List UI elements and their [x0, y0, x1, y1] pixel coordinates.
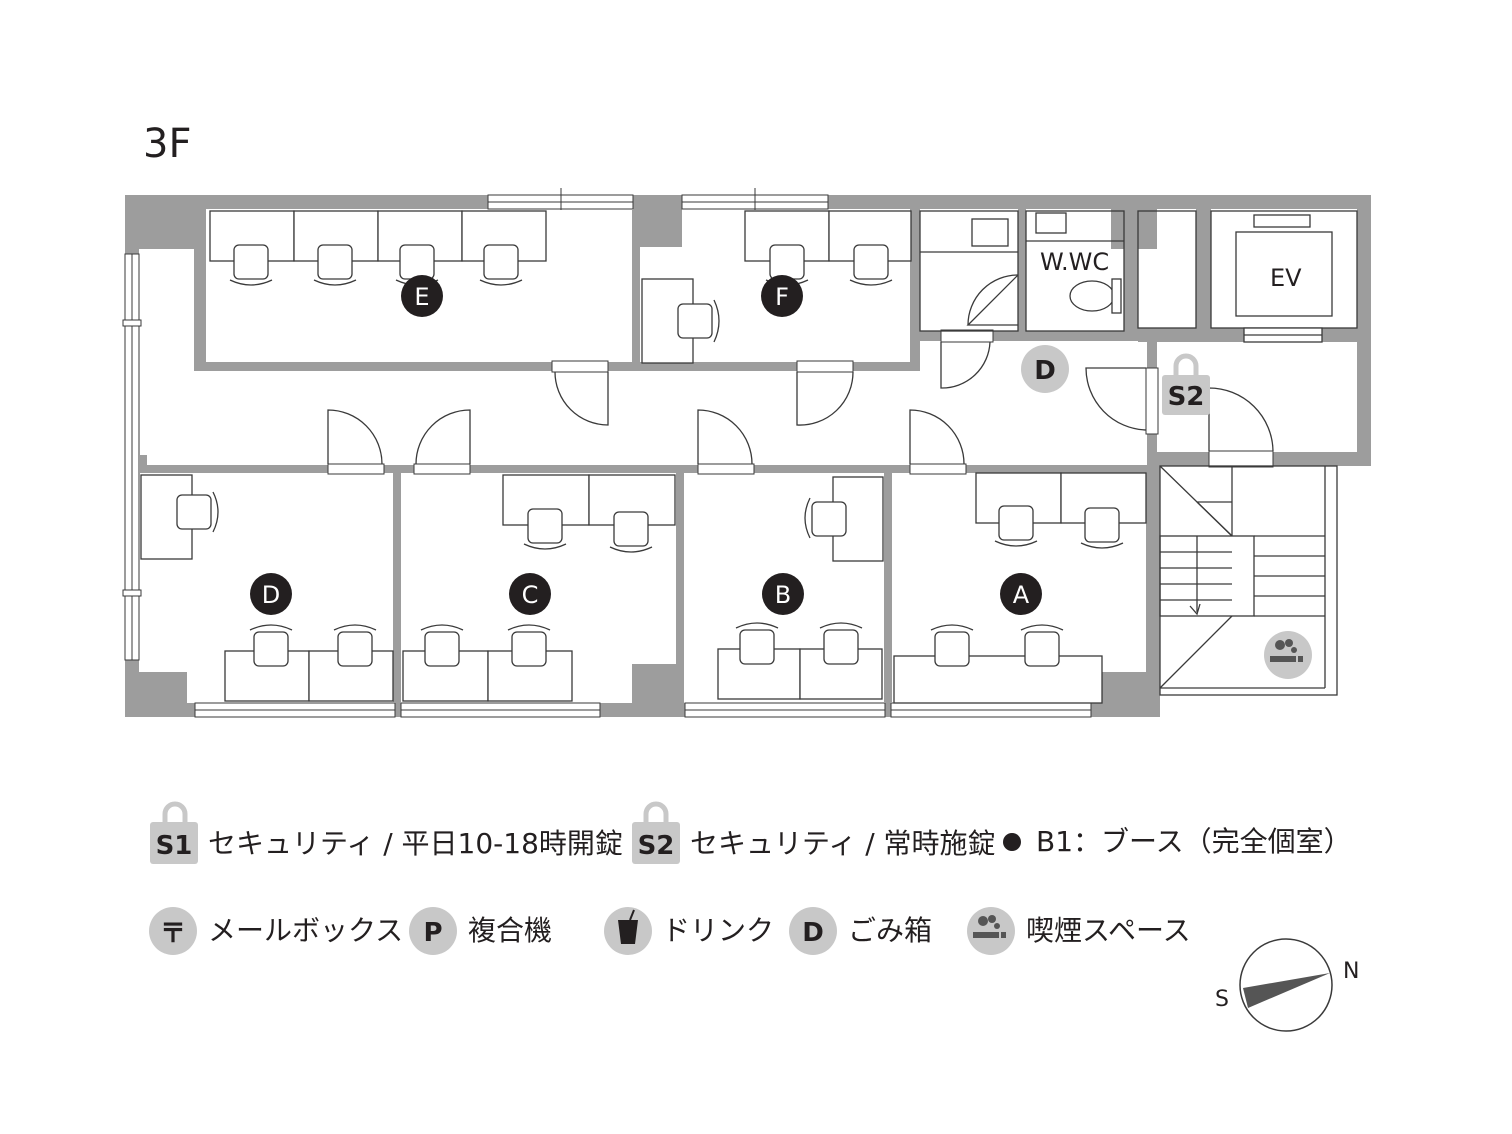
room-label-d: D: [262, 581, 280, 609]
smoking-marker: [1264, 631, 1312, 679]
room-c-furniture: [402, 474, 676, 702]
svg-text:S1: S1: [156, 831, 193, 861]
room-label-e: E: [414, 283, 429, 311]
door-openings: [327, 329, 1274, 475]
trash-marker-label: D: [1034, 356, 1056, 386]
legend-copier-text: 複合機: [468, 914, 552, 947]
security-s2-marker: S2: [1162, 353, 1210, 415]
service-area: [919, 210, 1358, 343]
compass-needle-icon: [1243, 973, 1330, 1008]
compass: N S: [1215, 938, 1359, 1032]
wc-label: W.WC: [1040, 248, 1109, 276]
legend-s2-text: セキュリティ / 常時施錠: [690, 827, 996, 860]
legend-drink-text: ドリンク: [662, 914, 774, 947]
room-badge-e: E: [401, 275, 443, 317]
room-d-furniture: [140, 474, 394, 702]
door-swings: [327, 274, 1274, 465]
room-e-furniture: [209, 210, 547, 286]
legend-trash-text: ごみ箱: [848, 914, 932, 947]
legend-copier-icon: P: [409, 907, 457, 955]
legend-s1-icon: S1: [150, 801, 198, 864]
room-b-furniture: [717, 476, 884, 700]
svg-text:D: D: [802, 918, 824, 948]
room-label-b: B: [775, 581, 791, 609]
legend-s1-text: セキュリティ / 平日10-18時開錠: [208, 827, 623, 860]
compass-north-label: N: [1343, 959, 1359, 984]
legend-mailbox-text: メールボックス: [208, 914, 403, 947]
legend-trash-icon: D: [789, 907, 837, 955]
legend: S1 セキュリティ / 平日10-18時開錠 S2 セキュリティ / 常時施錠 …: [149, 801, 1352, 955]
legend-drink-cup-icon: [604, 907, 652, 955]
svg-text:P: P: [423, 918, 442, 948]
room-a-furniture: [893, 472, 1147, 704]
room-label-c: C: [522, 581, 539, 609]
room-badge-a: A: [1000, 573, 1042, 615]
legend-mailbox-icon: 〒: [149, 907, 197, 955]
legend-smoking-icon: [967, 907, 1015, 955]
legend-booth-text: B1：ブース（完全個室）: [1036, 825, 1352, 858]
svg-text:S2: S2: [638, 831, 675, 861]
legend-booth-dot-icon: [1003, 833, 1021, 851]
legend-s2-icon: S2: [632, 801, 680, 864]
stairs: [1159, 465, 1338, 696]
room-badge-f: F: [761, 275, 803, 317]
room-badge-d: D: [250, 573, 292, 615]
security-s2-label: S2: [1168, 382, 1205, 412]
room-f-furniture: [641, 210, 912, 364]
trash-marker: D: [1021, 345, 1069, 393]
room-badge-b: B: [762, 573, 804, 615]
legend-smoking-text: 喫煙スペース: [1026, 914, 1191, 947]
floor-title: 3F: [143, 121, 191, 167]
interior-walls: [139, 209, 1371, 717]
compass-south-label: S: [1215, 987, 1229, 1012]
windows: [122, 188, 1092, 718]
elevator-label: EV: [1270, 264, 1302, 292]
svg-text:〒: 〒: [160, 919, 186, 949]
room-label-a: A: [1013, 581, 1030, 609]
room-badge-c: C: [509, 573, 551, 615]
room-label-f: F: [775, 283, 789, 311]
